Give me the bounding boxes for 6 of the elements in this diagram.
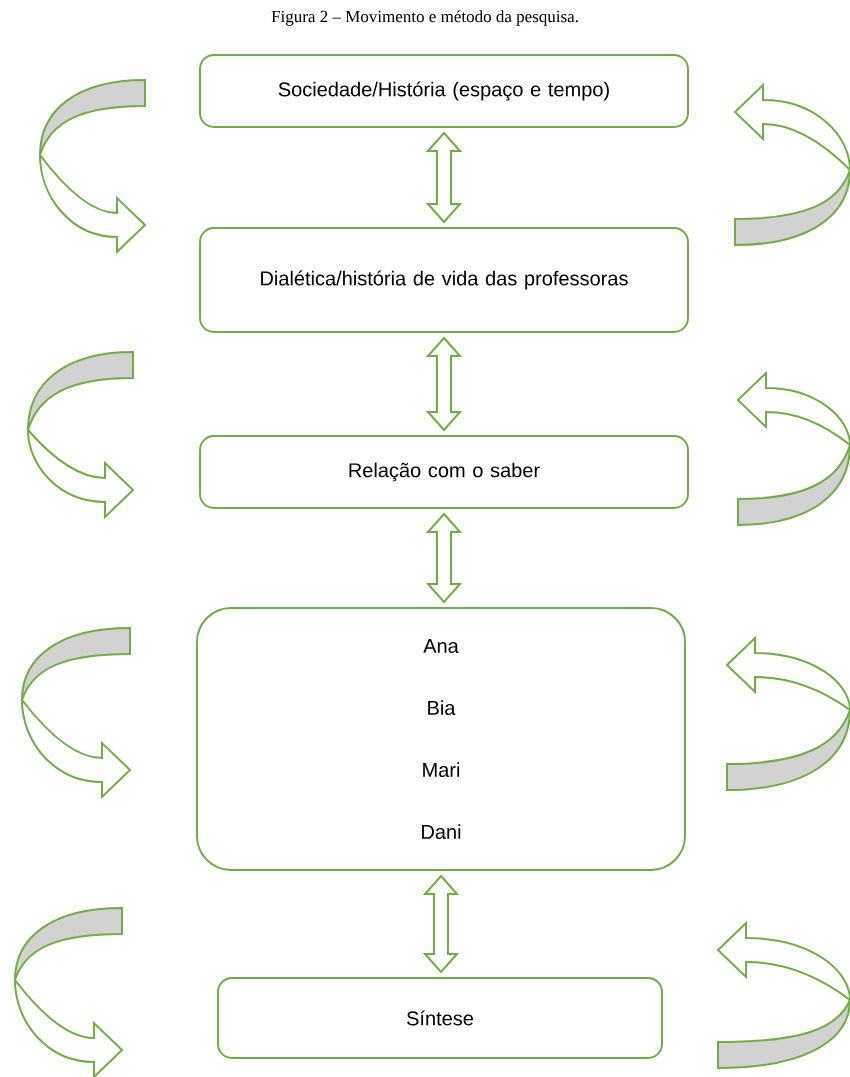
text-box: Síntese xyxy=(217,977,663,1059)
text-box: Sociedade/História (espaço e tempo) xyxy=(199,54,689,128)
text-box: Ana Bia Mari Dani xyxy=(196,607,686,871)
text-box: Relação com o saber xyxy=(199,435,689,509)
text-box: Dialética/história de vida das professoras xyxy=(199,227,689,333)
figure-title: Figura 2 – Movimento e método da pesquisa. xyxy=(271,10,578,26)
